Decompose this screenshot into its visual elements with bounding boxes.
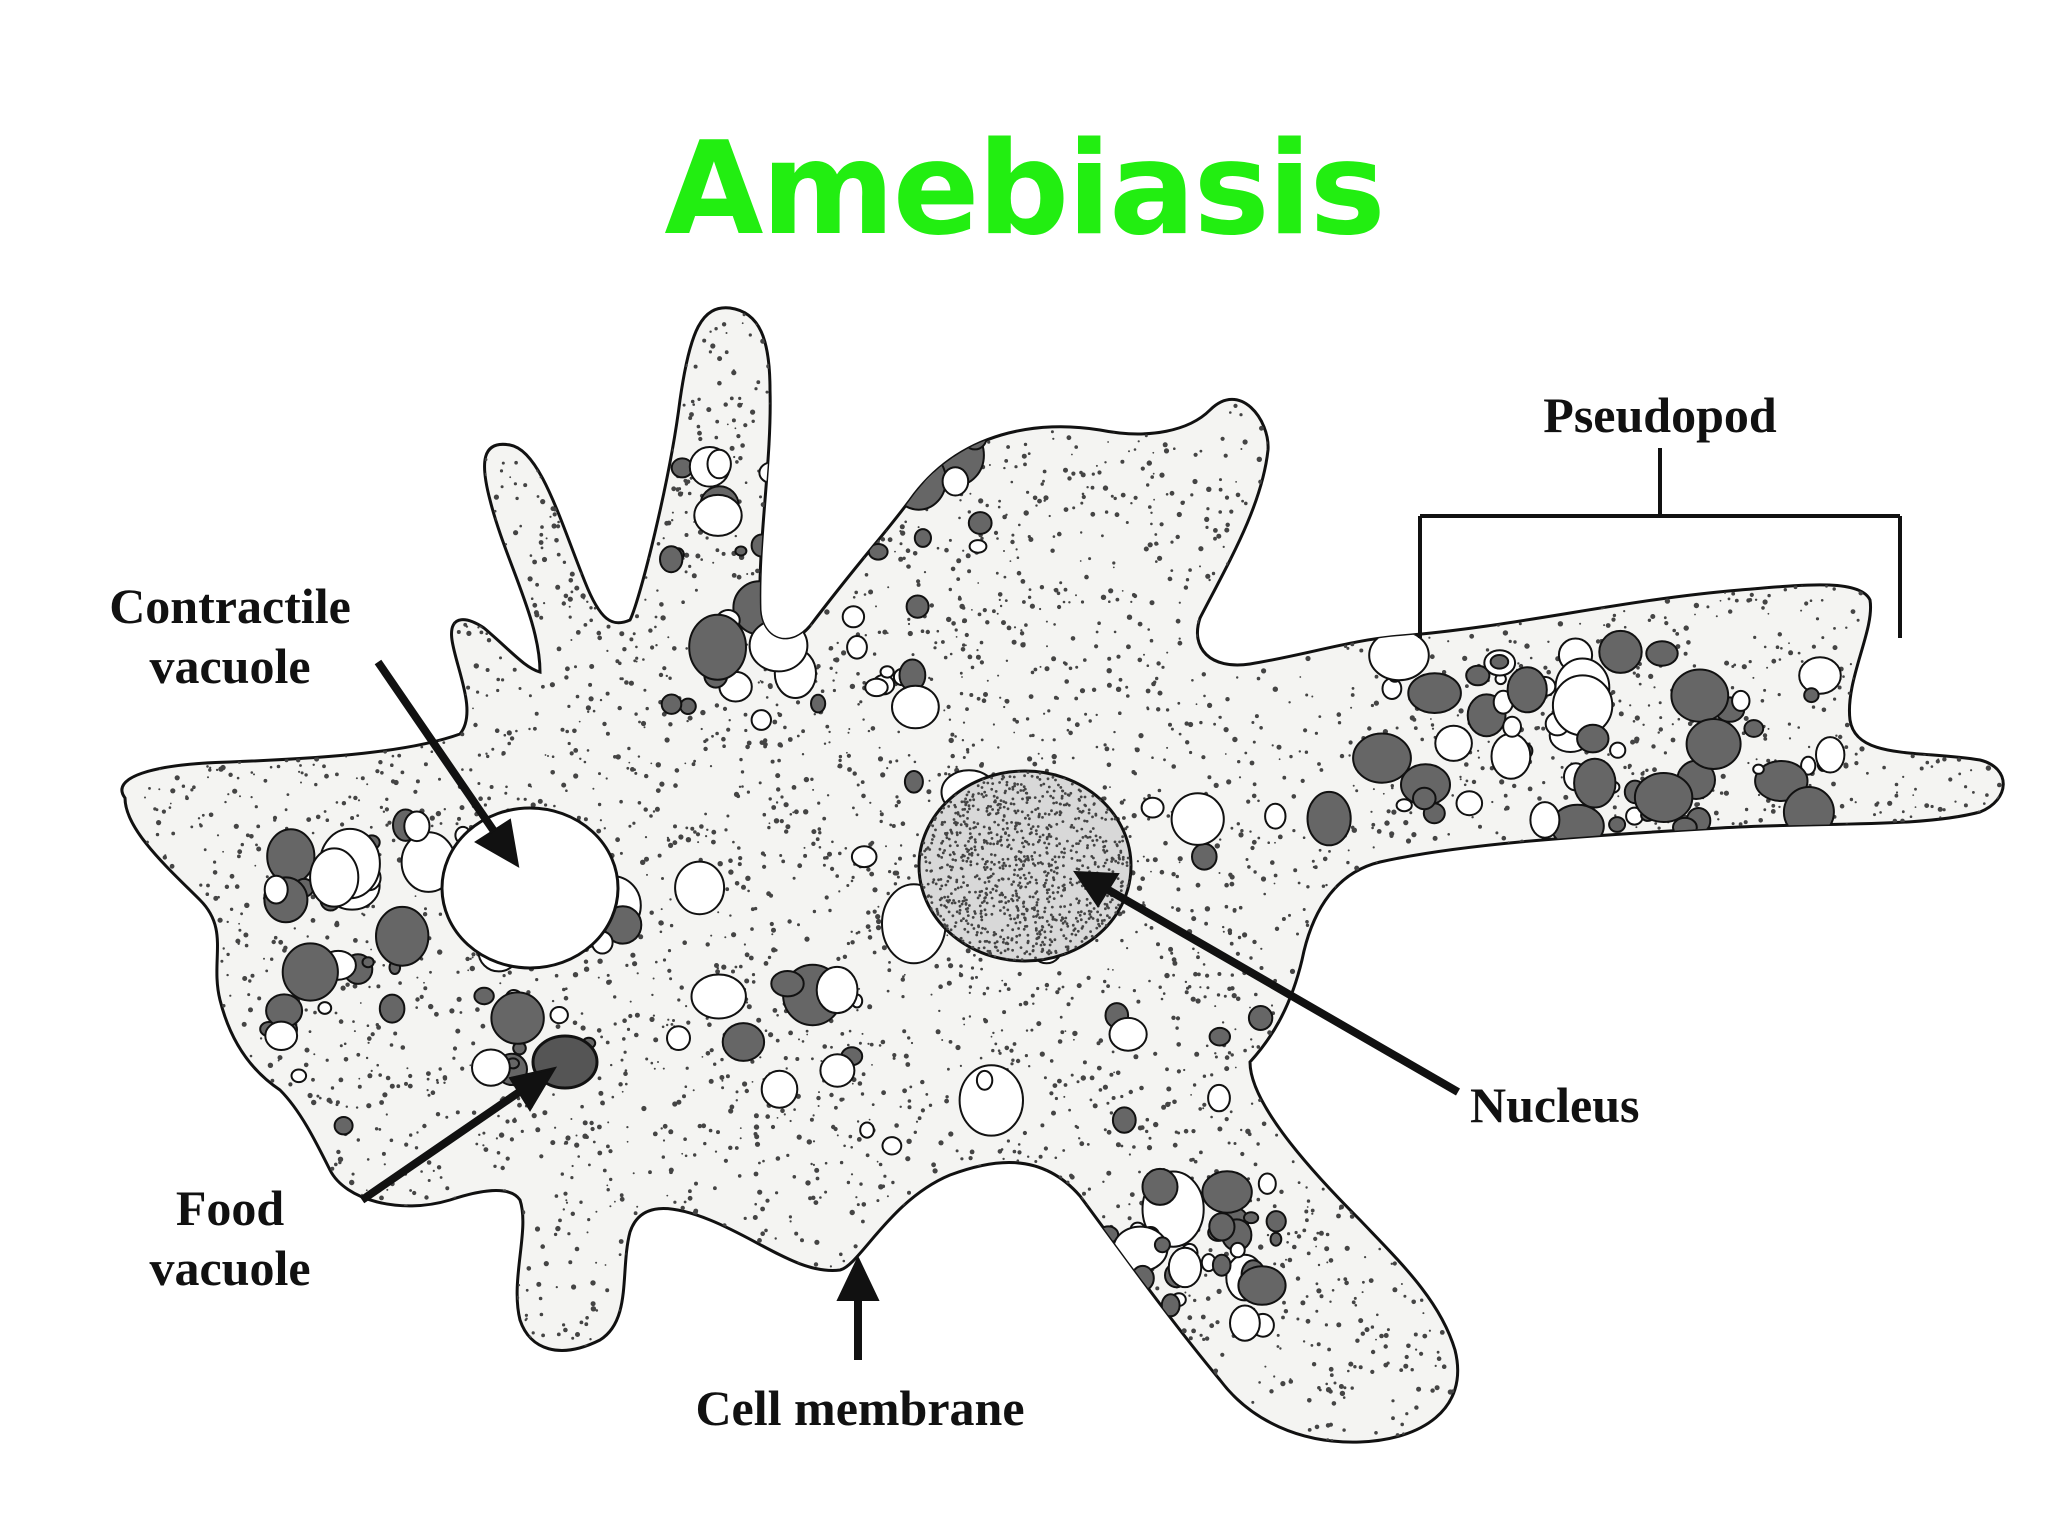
label-cell-membrane: Cell membrane (695, 1380, 1025, 1436)
label-line: Contractile (109, 578, 351, 634)
page-title: Amebiasis (664, 115, 1385, 264)
label-line: vacuole (149, 638, 311, 694)
label-pseudopod: Pseudopod (1543, 387, 1777, 443)
label-line: Food (175, 1180, 285, 1236)
contractile-vacuole (440, 806, 620, 970)
label-line: vacuole (149, 1240, 311, 1296)
label-contractile-vacuole: Contractile vacuole (50, 576, 410, 696)
label-food-vacuole: Food vacuole (100, 1178, 360, 1298)
label-nucleus: Nucleus (1470, 1077, 1640, 1133)
pseudopod-bracket (1418, 448, 1902, 638)
pointer-arrows (359, 659, 1461, 1360)
